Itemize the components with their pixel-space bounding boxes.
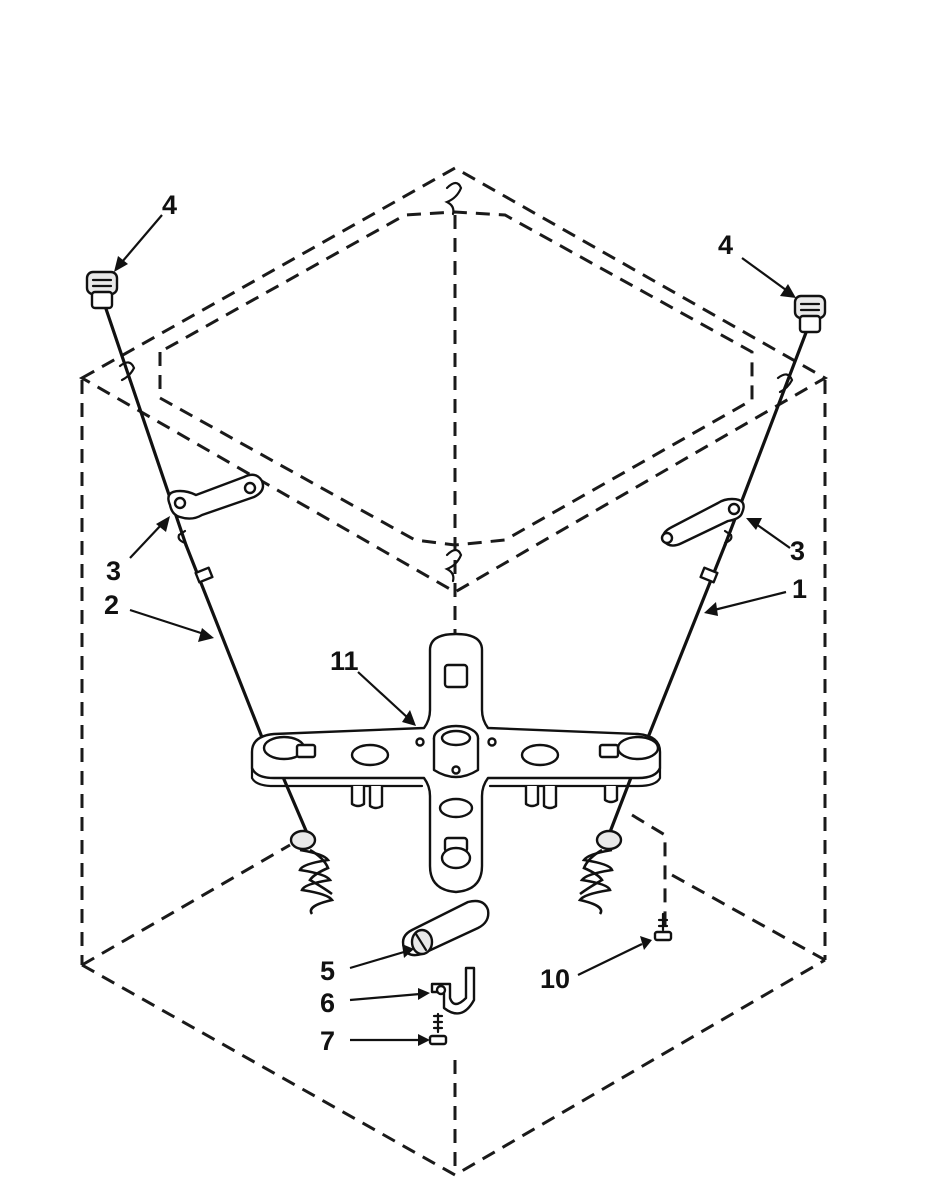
callout-7: 7 [320,1026,335,1056]
callout-3-left: 3 [106,556,121,586]
callout-6: 6 [320,988,335,1018]
rod-bracket-right [660,497,745,547]
callout-3-right: 3 [790,536,805,566]
suspension-rod-right [603,328,809,847]
callout-11: 11 [330,646,359,676]
callout-4-right: 4 [718,230,733,260]
callout-2: 2 [104,590,119,620]
suspension-spring-left [289,829,335,915]
screw-part-7 [428,1012,448,1046]
screw-part-10 [653,912,673,942]
rod-bracket-left [167,473,265,520]
suspension-spring-right [577,829,623,915]
pivot-cap-right [793,294,827,334]
callout-1: 1 [792,574,807,604]
mounting-clip-part-6 [430,966,476,1015]
leader-lines [114,214,796,1046]
cabinet-outline [78,166,829,1177]
cross-suspension-base [250,632,662,894]
hose-coupling-part-5 [401,899,490,957]
callout-4-left: 4 [162,190,177,220]
pivot-cap-left [85,270,119,310]
callout-5: 5 [320,956,335,986]
callout-labels: 4 4 3 3 2 1 11 5 6 7 10 [104,190,807,1056]
callout-10: 10 [540,964,570,994]
